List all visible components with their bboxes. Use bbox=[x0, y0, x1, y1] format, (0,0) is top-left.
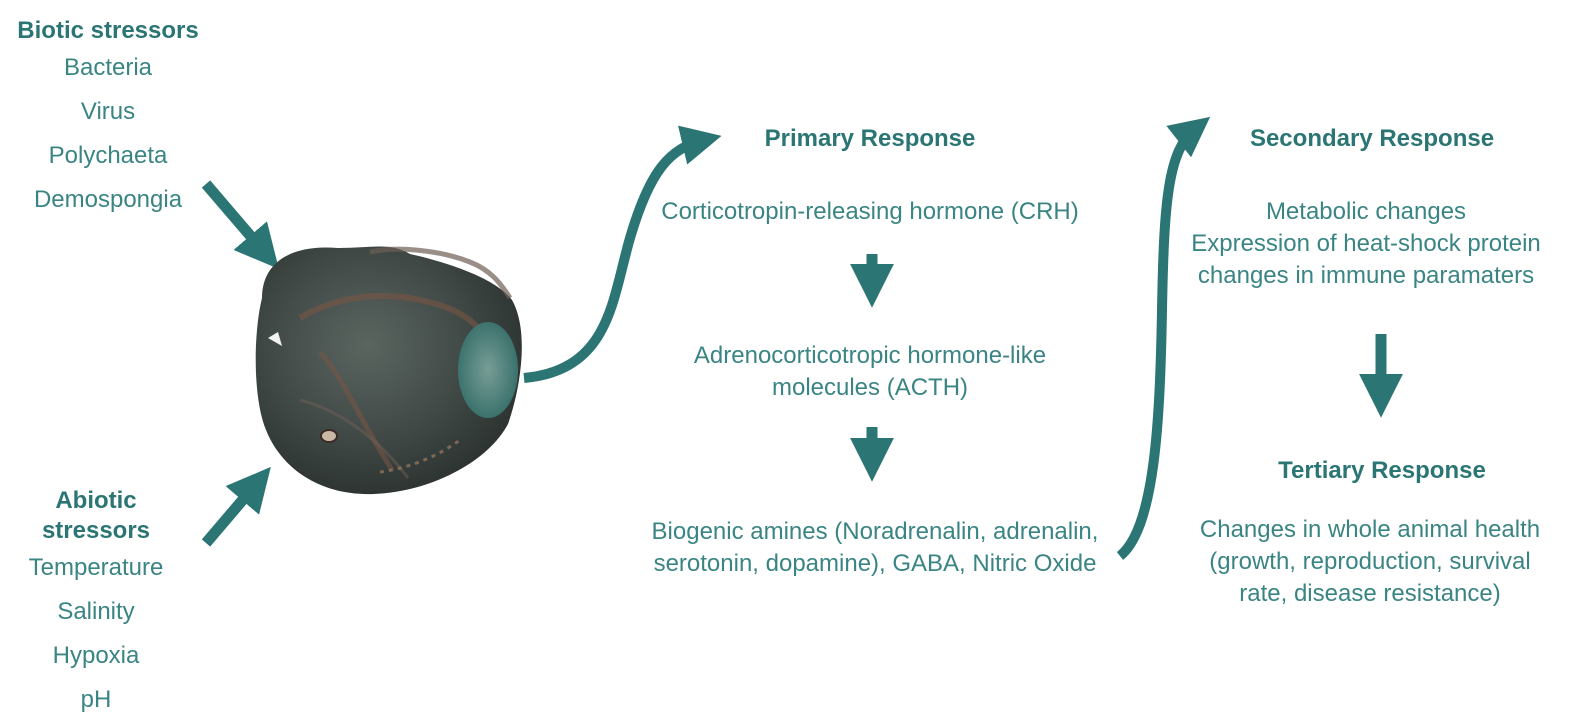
primary-step-crh: Corticotropin-releasing hormone (CRH) bbox=[661, 198, 1079, 225]
secondary-curve-arrow bbox=[1116, 116, 1211, 560]
biotic-stressors-group: Biotic stressors Bacteria Virus Polychae… bbox=[0, 16, 216, 222]
abiotic-item: pH bbox=[80, 686, 112, 713]
secondary-item: changes in immune paramaters bbox=[1197, 262, 1535, 289]
biotic-item: Polychaeta bbox=[48, 142, 168, 169]
biotic-item: Virus bbox=[80, 98, 136, 125]
biotic-item: Bacteria bbox=[63, 54, 153, 81]
primary-response-title: Primary Response bbox=[764, 125, 976, 152]
tertiary-response-title: Tertiary Response bbox=[1278, 457, 1486, 484]
primary-step-amines-line: Biogenic amines (Noradrenalin, adrenalin… bbox=[651, 518, 1099, 545]
secondary-item: Expression of heat-shock protein bbox=[1191, 230, 1541, 257]
secondary-response-items: Metabolic changes Expression of heat-sho… bbox=[1160, 196, 1572, 292]
tertiary-item: Changes in whole animal health bbox=[1199, 516, 1541, 543]
tertiary-item: (growth, reproduction, survival bbox=[1209, 548, 1531, 575]
abiotic-item: Hypoxia bbox=[52, 642, 140, 669]
primary-curve-arrow bbox=[523, 125, 722, 383]
abiotic-stressors-title: Abiotic stressors bbox=[41, 487, 151, 544]
tertiary-response-items: Changes in whole animal health (growth, … bbox=[1170, 514, 1570, 610]
primary-step-acth-line: Adrenocorticotropic hormone-like bbox=[693, 342, 1047, 369]
primary-step-acth: Adrenocorticotropic hormone-like molecul… bbox=[620, 340, 1120, 404]
secondary-item: Metabolic changes bbox=[1265, 198, 1467, 225]
tertiary-item: rate, disease resistance) bbox=[1239, 580, 1501, 607]
biotic-arrow bbox=[201, 180, 279, 270]
abiotic-item: Temperature bbox=[28, 554, 164, 581]
primary-step-acth-line: molecules (ACTH) bbox=[771, 374, 969, 401]
biotic-stressors-title: Biotic stressors bbox=[17, 17, 199, 44]
abiotic-item: Salinity bbox=[57, 598, 135, 625]
secondary-response-title: Secondary Response bbox=[1249, 125, 1495, 152]
primary-step-amines-line: serotonin, dopamine), GABA, Nitric Oxide bbox=[653, 550, 1097, 577]
abiotic-stressors-group: Abiotic stressors Temperature Salinity H… bbox=[0, 486, 192, 722]
primary-step-amines: Biogenic amines (Noradrenalin, adrenalin… bbox=[600, 516, 1150, 580]
biotic-item: Demospongia bbox=[33, 186, 183, 213]
abiotic-arrow bbox=[201, 466, 271, 547]
